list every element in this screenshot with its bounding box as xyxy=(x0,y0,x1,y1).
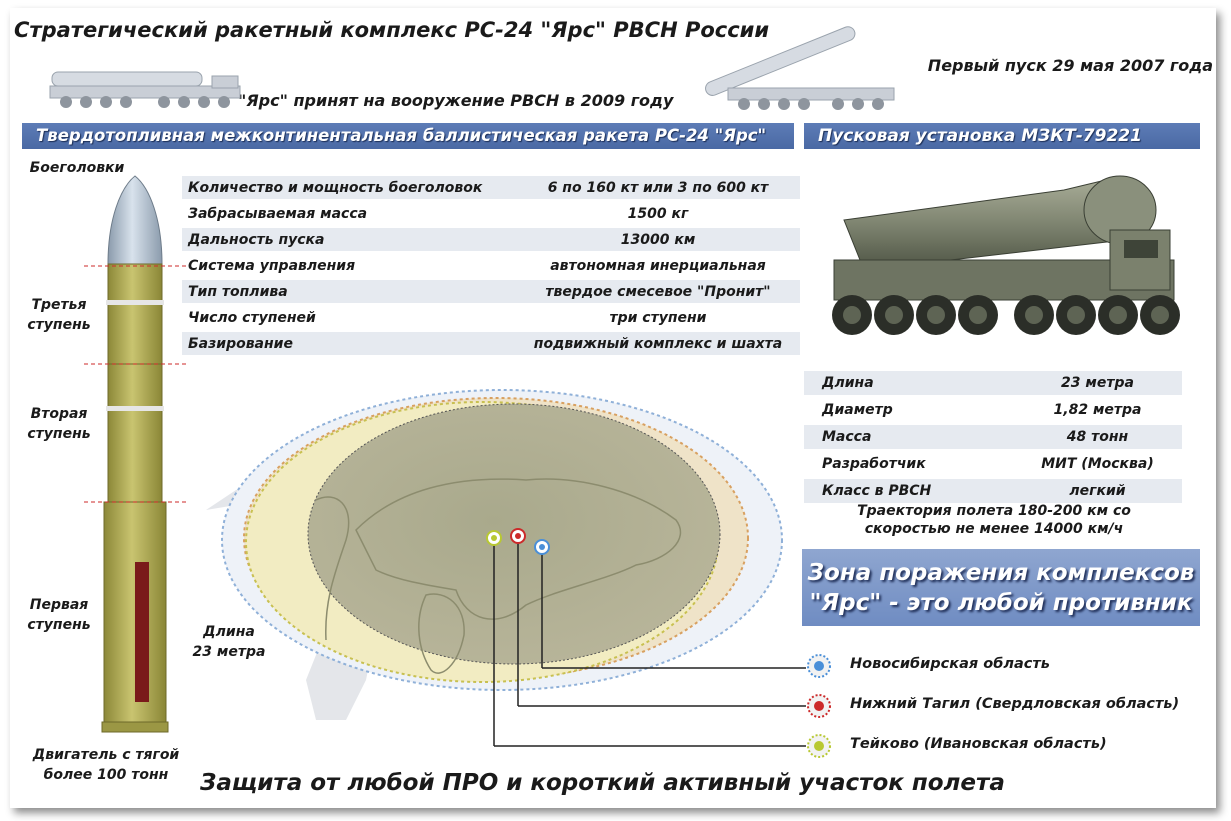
base-marker-icon xyxy=(807,734,831,758)
label-first-stage: Первая ступень xyxy=(27,597,91,633)
spec-value: 1500 кг xyxy=(627,205,689,222)
first-launch-date: Первый пуск 29 мая 2007 года xyxy=(927,56,1213,75)
spec-value: 13000 км xyxy=(516,228,800,251)
missile-illustration xyxy=(84,175,186,733)
spec-value: три ступени xyxy=(609,309,707,326)
launcher-vehicle-photo xyxy=(832,175,1180,335)
launcher-spec-value: 48 тонн xyxy=(1013,425,1182,449)
launcher-spec-label: Разработчик xyxy=(822,456,926,472)
launcher-spec-value: 23 метра xyxy=(1013,371,1182,395)
spec-label: Дальность пуска xyxy=(182,228,516,251)
spec-value: твердое смесевое "Пронит" xyxy=(516,280,800,303)
spec-label: Количество и мощность боеголовок xyxy=(182,176,516,199)
label-engine: Двигатель с тягой более 100 тонн xyxy=(32,747,180,783)
main-title: Стратегический ракетный комплекс РС-24 "… xyxy=(14,18,770,42)
launcher-spec-label: Длина xyxy=(804,371,1013,395)
spec-value: подвижный комплекс и шахта xyxy=(516,332,800,355)
spec-label: Число ступеней xyxy=(188,309,316,326)
spec-row: Разработчик МИТ (Москва) xyxy=(804,452,1182,476)
second-stage xyxy=(107,363,163,503)
spec-label: Система управления xyxy=(188,257,356,274)
launcher-spec-label: Масса xyxy=(804,425,1013,449)
launcher-spec-value: МИТ (Москва) xyxy=(1041,456,1154,472)
launcher-spec-value: легкий xyxy=(1013,479,1182,503)
eurasia-outline xyxy=(355,478,682,620)
launcher-raised-illustration xyxy=(705,26,895,110)
legend-label: Новосибирская область xyxy=(850,656,1050,672)
missile-section-band: Твердотопливная межконтинентальная балли… xyxy=(22,123,794,149)
legend-label: Нижний Тагил (Свердловская область) xyxy=(850,696,1180,712)
trajectory-note: Траектория полета 180-200 км со скорость… xyxy=(857,503,1131,537)
label-warheads: Боеголовки xyxy=(29,160,125,176)
base-marker-icon xyxy=(807,694,831,718)
launcher-side-view-illustration xyxy=(49,71,241,108)
spec-value: автономная инерциальная xyxy=(550,257,766,274)
spec-value: 6 по 160 кт или 3 по 600 кт xyxy=(516,176,800,199)
launcher-spec-label: Класс в РВСН xyxy=(804,479,1013,503)
spec-row: Диаметр 1,82 метра xyxy=(804,398,1182,422)
africa-outline xyxy=(418,593,465,674)
launcher-spec-label: Диаметр xyxy=(822,402,893,418)
spec-row: Система управления автономная инерциальна… xyxy=(182,254,800,277)
spec-row: Число ступеней три ступени xyxy=(182,306,800,329)
america-outline xyxy=(315,496,350,641)
label-second-stage: Вторая ступень xyxy=(27,406,91,442)
warhead-nose-cone xyxy=(107,175,163,265)
bottom-slogan: Защита от любой ПРО и короткий активный … xyxy=(200,770,1005,796)
label-third-stage: Третья ступень xyxy=(27,297,91,333)
base-marker-icon xyxy=(807,654,831,678)
adoption-note: "Ярс" принят на вооружение РВСН в 2009 г… xyxy=(238,91,674,110)
spec-label: Базирование xyxy=(182,332,516,355)
spec-row: Забрасываемая масса 1500 кг xyxy=(182,202,800,225)
map-length-label: Длина 23 метра xyxy=(192,624,266,660)
spec-label: Тип топлива xyxy=(182,280,516,303)
launcher-spec-value: 1,82 метра xyxy=(1053,402,1142,418)
engine-section xyxy=(135,562,149,702)
legend-label: Тейково (Ивановская область) xyxy=(850,736,1107,752)
spec-label: Забрасываемая масса xyxy=(188,205,368,222)
range-map xyxy=(206,389,806,747)
third-stage xyxy=(107,263,163,365)
launcher-section-band: Пусковая установка МЗКТ-79221 xyxy=(804,123,1200,149)
strike-zone-banner: Зона поражения комплексов "Ярс" - это лю… xyxy=(802,549,1200,626)
